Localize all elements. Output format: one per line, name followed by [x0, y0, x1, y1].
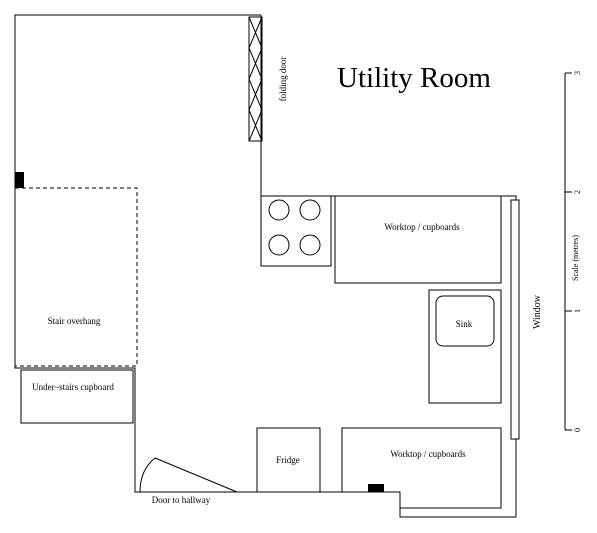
door-hallway-label: Door to hallway — [152, 495, 211, 505]
folding-door — [248, 16, 263, 142]
window-label: Window — [532, 294, 543, 329]
worktop-top — [334, 195, 502, 284]
hallway-door-swing — [139, 457, 238, 493]
worktop-bottom — [341, 427, 502, 509]
sink-label: Sink — [456, 319, 473, 329]
wall-block-bottom — [368, 484, 384, 492]
scale-label: Scale (metres) — [571, 235, 580, 281]
scale-tick-3: 3 — [573, 71, 582, 75]
stair-overhang — [15, 187, 138, 367]
window — [510, 199, 520, 440]
scale-tick-0: 0 — [573, 428, 582, 432]
under-stairs-label: Under–stairs cupboard — [32, 382, 114, 392]
fridge-label: Fridge — [276, 455, 300, 465]
plan-title: Utility Room — [337, 62, 491, 94]
fridge — [256, 427, 321, 493]
under-stairs-cupboard — [20, 369, 134, 424]
wall-block-left — [15, 172, 24, 188]
sink-basin — [435, 295, 495, 347]
stair-overhang-label: Stair overhang — [48, 316, 101, 326]
scale-tick-2: 2 — [573, 190, 582, 194]
worktop-bottom-label: Worktop / cupboards — [390, 449, 466, 459]
scale-tick-1: 1 — [573, 309, 582, 313]
folding-door-label: folding door — [278, 57, 288, 102]
sink-unit — [428, 289, 502, 404]
worktop-top-label: Worktop / cupboards — [384, 222, 460, 232]
scale-bar — [564, 72, 572, 431]
hob — [260, 195, 332, 267]
